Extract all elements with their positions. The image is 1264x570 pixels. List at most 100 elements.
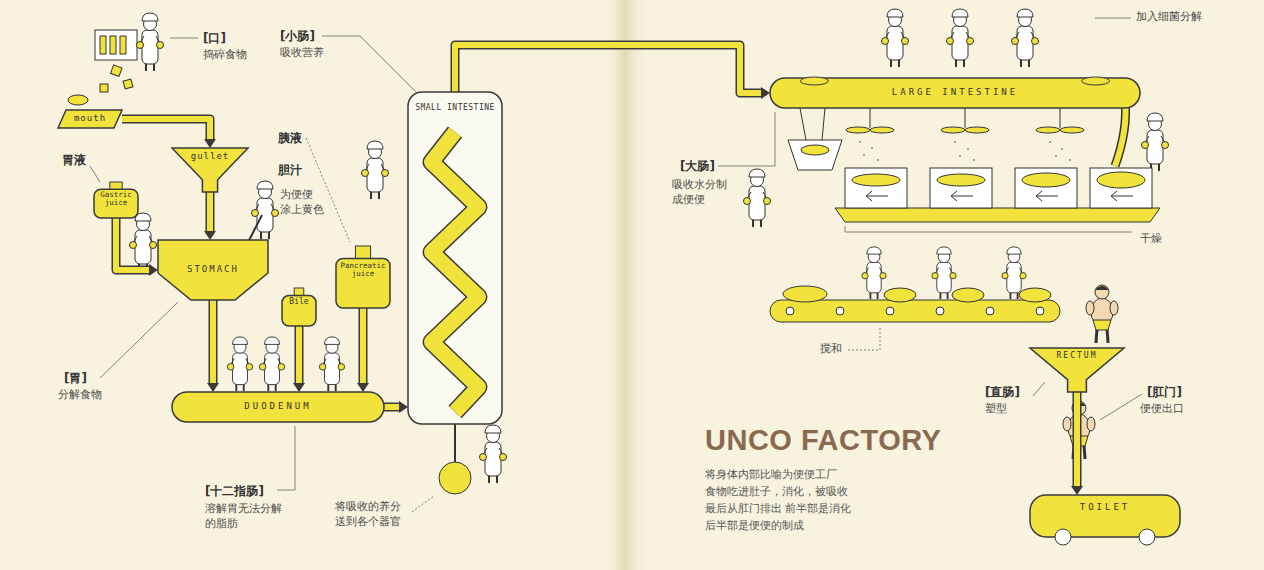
part-name: Bile (289, 298, 308, 307)
arrow-head (761, 87, 770, 99)
process-part: Bile (282, 288, 316, 326)
part-note: 将吸收的养分 送到各个器官 (335, 500, 401, 530)
pipe-outline (359, 308, 368, 385)
process-part: LARGE INTESTINE (770, 78, 1140, 108)
part-heading: [大肠] (680, 158, 715, 174)
part-name: STOMACH (187, 265, 239, 275)
part-note: 为便便 涂上黄色 (280, 188, 324, 218)
book-spine (600, 0, 650, 570)
part-text: STOMACH (187, 265, 239, 275)
part-name: LARGE INTESTINE (892, 88, 1018, 98)
pipe-fill (384, 404, 401, 410)
part-heading: 胰液 (278, 130, 302, 146)
process-part: STOMACH (158, 240, 268, 300)
pipe-outline (384, 403, 401, 412)
pipe-outline (206, 192, 215, 233)
part-heading: [肛门] (1147, 384, 1182, 400)
pipe-fill (296, 326, 302, 385)
process-part: Gastric juice (94, 182, 138, 218)
part-name: TOILET (1080, 503, 1131, 513)
workers (130, 9, 1169, 483)
part-text: Gastric juice (97, 191, 135, 208)
pipe-outline (1073, 392, 1082, 488)
part-name: mouth (74, 114, 106, 124)
part-note: 溶解胃无法分解 的脂肪 (205, 502, 282, 532)
large-intestine-outflow (788, 100, 1126, 170)
pipe-connector (357, 308, 369, 392)
arrow-head (399, 401, 408, 413)
pipe-fill (455, 45, 763, 93)
pipe-connector (384, 401, 408, 413)
pipe-connector (204, 192, 216, 240)
arrow-head (204, 231, 216, 240)
part-note: 加入细菌分解 (1136, 10, 1202, 25)
drying-sprinkles (859, 141, 1071, 161)
part-heading: [胃] (64, 370, 87, 386)
arrow-head (1071, 486, 1083, 495)
part-heading: [直肠] (985, 384, 1020, 400)
part-name: RECTUM (1057, 352, 1098, 361)
part-text: Bile (289, 298, 308, 307)
part-outline (282, 288, 316, 326)
drying-boxes (835, 168, 1160, 222)
part-note: 分解食物 (58, 388, 102, 403)
arrow-head (207, 383, 219, 392)
part-note: 塑型 (985, 402, 1007, 417)
part-name: Gastric juice (97, 191, 135, 208)
process-part: Pancreatic juice (336, 246, 390, 308)
process-part: gullet (172, 148, 248, 192)
pipe-outline (116, 218, 151, 270)
pipe-connector (122, 119, 216, 148)
part-text: mouth (74, 114, 106, 124)
pipe-connector (293, 326, 305, 392)
pipe-fill (210, 300, 216, 385)
part-text: SMALL INTESTINE (415, 104, 495, 113)
part-heading: [小肠] (280, 28, 315, 44)
pipe-outline (209, 300, 218, 385)
pipe-fill (207, 192, 213, 233)
arrow-head (293, 383, 305, 392)
part-text: DUODENUM (244, 402, 311, 412)
flask (439, 424, 471, 494)
part-name: DUODENUM (244, 402, 311, 412)
pipe-fill (360, 308, 366, 385)
part-text: Pancreatic juice (339, 262, 387, 279)
fans (846, 108, 1084, 133)
mixing-conveyor (770, 286, 1060, 322)
pipe-outline (122, 119, 210, 141)
leader-lines (90, 18, 1142, 512)
process-part: mouth (58, 110, 122, 128)
part-heading: [十二指肠] (205, 483, 264, 499)
part-note: 便便出口 (1140, 402, 1184, 417)
arrow-head (357, 383, 369, 392)
part-heading: [口] (203, 30, 226, 46)
pipe-connector (455, 45, 770, 99)
part-heading: 胃液 (62, 152, 86, 168)
part-text: LARGE INTESTINE (892, 88, 1018, 98)
pipe-outline (455, 45, 763, 93)
part-outline (408, 92, 502, 424)
part-note: 吸收水分制 成便便 (672, 178, 727, 208)
part-text: RECTUM (1057, 352, 1098, 361)
pipe-fill (122, 119, 210, 141)
pipe-outline (295, 326, 304, 385)
part-heading: 胆汁 (278, 162, 302, 178)
process-part: RECTUM (1030, 348, 1124, 392)
part-name: Pancreatic juice (339, 262, 387, 279)
arrow-head (204, 139, 216, 148)
process-part: TOILET (1030, 495, 1180, 545)
part-name: SMALL INTESTINE (415, 104, 495, 113)
title: UNCO FACTORY (705, 424, 941, 457)
pipe-connector (116, 218, 158, 276)
pipe-connector (1071, 392, 1083, 495)
part-text: TOILET (1080, 503, 1131, 513)
part-name: gullet (191, 152, 230, 162)
part-note: 干燥 (1140, 232, 1162, 247)
mouth-machine (68, 30, 137, 105)
pipe-connector (207, 300, 219, 392)
part-note: 搅和 (820, 342, 842, 357)
pipe-fill (116, 218, 151, 270)
part-note: 捣碎食物 (203, 48, 247, 63)
pipe-fill (1074, 392, 1080, 488)
